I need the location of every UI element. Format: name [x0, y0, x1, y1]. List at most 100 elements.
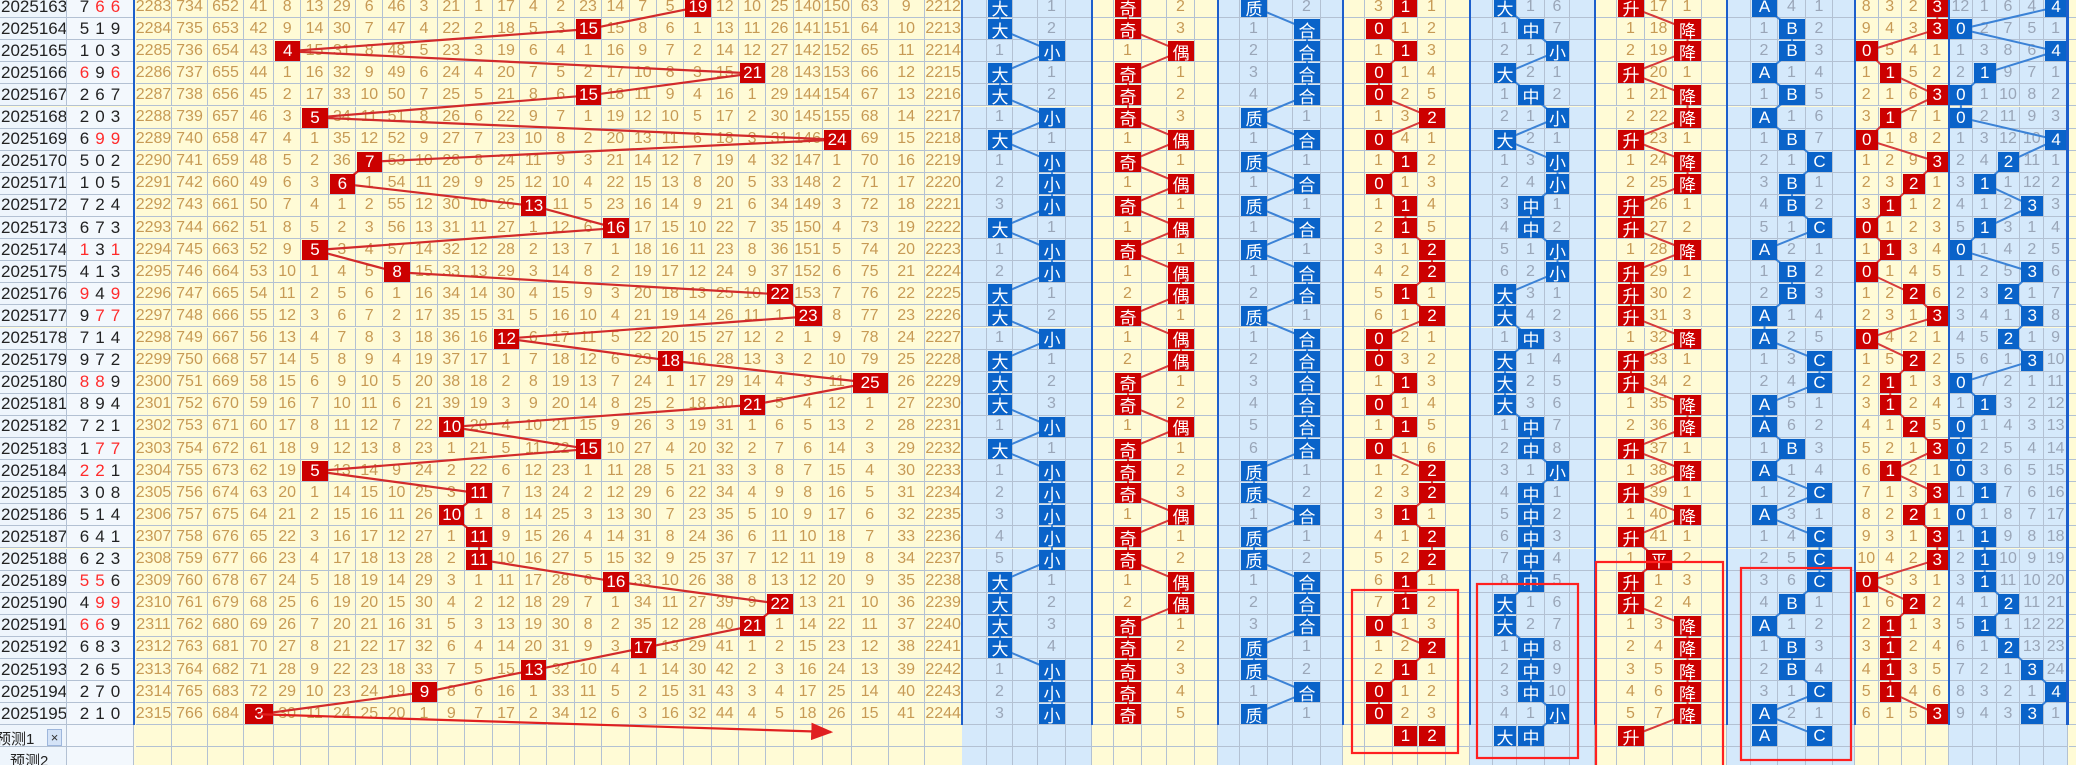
abc-hit-cell: B — [1779, 284, 1805, 305]
big_small-cell — [962, 327, 987, 350]
sum-omission-cell: 4 — [520, 0, 548, 19]
big_mid_small-cell — [1570, 128, 1595, 151]
abc-hit-cell: A — [1752, 505, 1777, 526]
odd_even-cell — [1092, 0, 1114, 19]
up_flat_down-cell: 1 — [1617, 327, 1645, 350]
mod5-hit-cell: 0 — [1950, 416, 1972, 437]
mod4-cell: 9 — [1855, 526, 1879, 549]
sum-omission-cell: 17 — [629, 217, 657, 240]
sum-omission-cell: 29 — [438, 172, 466, 195]
up_flat_down-cell: 33 — [1645, 349, 1673, 372]
draw-digit: 5 — [79, 571, 90, 591]
sum-omission-cell: 10 — [574, 305, 603, 328]
mod4-cell: 3 — [1902, 18, 1926, 41]
mod5-cell: 4 — [1949, 327, 1973, 350]
mod5-hit-cell: 0 — [1950, 439, 1972, 460]
prime_comp-cell — [1321, 570, 1343, 593]
up_flat_down-cell — [1595, 681, 1617, 704]
close-predict-button[interactable]: × — [47, 729, 62, 746]
road_012-cell: 3 — [1365, 0, 1393, 19]
sum-omission-cell — [629, 747, 657, 765]
road_012-cell — [1343, 460, 1365, 483]
odd_even-cell — [1142, 261, 1167, 284]
sum-omission-cell: 4 — [438, 592, 466, 615]
sum-omission-cell: 32 — [684, 703, 712, 726]
sum-omission-cell: 2 — [766, 636, 794, 659]
up_flat_down-hit-cell: 降 — [1674, 240, 1701, 262]
road_012-cell: 3 — [1393, 482, 1418, 505]
sum-omission-cell — [851, 747, 889, 765]
issue-cell: 2025169 — [0, 128, 67, 151]
partial-section-cell — [2069, 150, 2076, 173]
road_012-cell — [1446, 128, 1470, 151]
sum-omission-cell: 5 — [547, 62, 575, 85]
mod5-cell: 1 — [1972, 194, 1997, 217]
mod5-cell: 2 — [1972, 438, 1997, 461]
up_flat_down-cell — [1595, 703, 1617, 726]
draw-digit: 4 — [95, 526, 105, 546]
abc-cell: 4 — [1806, 305, 1833, 328]
big_small-cell — [1013, 592, 1038, 615]
sum-omission-cell: 13 — [629, 128, 657, 151]
partial-section-cell — [2069, 84, 2076, 107]
odd_even-cell — [1142, 438, 1167, 461]
sum-omission-cell: 11 — [465, 217, 493, 240]
sum-omission-cell: 23 — [410, 438, 439, 461]
partial-section-cell — [2069, 570, 2076, 593]
mod4-cell: 2 — [1878, 283, 1902, 306]
mod5-cell: 11 — [2020, 592, 2045, 615]
road_012-cell: 3 — [1418, 614, 1446, 637]
draw-digit: 8 — [95, 637, 105, 657]
up_flat_down-cell — [1595, 725, 1617, 748]
sum-omission-cell: 60 — [244, 415, 274, 438]
prime_comp-cell — [1321, 305, 1343, 328]
sum-omission-cell: 2289 — [136, 128, 172, 151]
abc-hit-cell: C — [1807, 571, 1832, 592]
abc-cell — [1833, 349, 1855, 372]
mod5-cell: 5 — [1949, 217, 1973, 240]
mod4-hit-cell: 1 — [1879, 660, 1901, 681]
big_small-cell: 2 — [1038, 18, 1066, 41]
abc-hit-cell: C — [1807, 151, 1832, 172]
big_small-cell: 4 — [1038, 636, 1066, 659]
odd_even-cell — [1142, 636, 1167, 659]
sum-omission-cell: 2235 — [924, 504, 963, 527]
up_flat_down-cell: 1 — [1617, 18, 1645, 41]
prime_comp-cell — [1321, 548, 1343, 571]
sum-omission-cell: 19 — [822, 548, 852, 571]
sum-omission-cell: 10 — [356, 84, 384, 107]
sum-omission-cell: 23 — [438, 40, 466, 63]
up_flat_down-cell — [1702, 659, 1727, 682]
sum-omission-cell: 26 — [410, 504, 439, 527]
sum-omission-cell — [208, 747, 244, 765]
mod4-cell: 2 — [1902, 636, 1926, 659]
up_flat_down-cell — [1702, 460, 1727, 483]
sum-omission-cell: 16 — [656, 703, 685, 726]
big_small-cell — [962, 592, 987, 615]
sum-omission-cell: 6 — [328, 305, 357, 328]
odd_even-cell — [1195, 0, 1218, 19]
sum-omission-cell — [410, 747, 439, 765]
sum-omission-cell: 20 — [629, 283, 657, 306]
mod5-cell: 17 — [2044, 504, 2068, 527]
sum-omission-cell: 9 — [301, 438, 329, 461]
up_flat_down-cell: 2 — [1617, 40, 1645, 63]
mod4-hit-cell: 3 — [1926, 306, 1948, 327]
road_012-hit-cell: 1 — [1394, 372, 1417, 393]
mod4-cell: 7 — [1902, 106, 1926, 129]
odd_even-hit-cell: 偶 — [1168, 505, 1194, 527]
abc-cell: 1 — [1751, 349, 1778, 372]
abc-cell — [1833, 194, 1855, 217]
sum-omission-cell: 2286 — [136, 62, 172, 85]
big_mid_small-cell: 6 — [1545, 592, 1570, 615]
abc-cell — [1833, 393, 1855, 416]
sum-omission-cell: 2218 — [924, 128, 963, 151]
road_012-cell — [1446, 725, 1470, 748]
sum-omission-cell: 17 — [520, 570, 548, 593]
sum-omission-cell: 11 — [629, 84, 657, 107]
big_mid_small-cell: 2 — [1517, 62, 1545, 85]
sum-omission-cell: 10 — [410, 150, 439, 173]
sum-omission-cell: 23 — [574, 0, 603, 19]
sum-omission-cell: 29 — [274, 681, 302, 704]
odd_even-cell: 2 — [1167, 393, 1195, 416]
